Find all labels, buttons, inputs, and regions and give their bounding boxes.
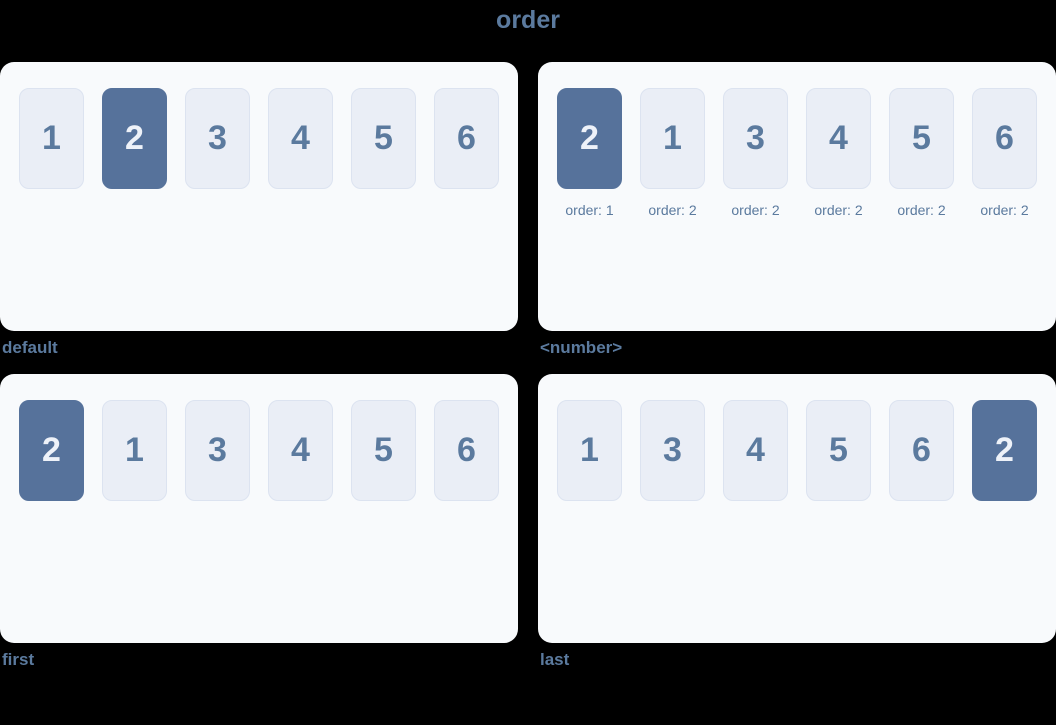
flex-item-box: 6 (889, 399, 954, 501)
flex-item: 5 (351, 87, 416, 189)
flex-item: 4 (723, 399, 788, 501)
flex-container: 2 order: 1 1 order: 2 3 order: 2 4 order… (557, 87, 1037, 218)
flex-item-box: 1 (19, 87, 84, 189)
flex-item: 1 (19, 87, 84, 189)
flex-item-box: 4 (268, 87, 333, 189)
order-value-label: order: 2 (814, 201, 863, 218)
order-value-label: order: 2 (897, 201, 946, 218)
flex-item-box: 2 (972, 399, 1037, 501)
demo-grid: 1 2 3 4 5 6 (0, 61, 1056, 670)
flex-item-box: 3 (185, 87, 250, 189)
page-title: order (496, 6, 560, 34)
flex-item-box: 4 (806, 87, 871, 189)
order-value-label: order: 2 (648, 201, 697, 218)
flex-item-box: 2 (19, 399, 84, 501)
panel-label-number: <number> (540, 337, 623, 357)
flex-item: 3 order: 2 (723, 87, 788, 218)
panel-number: 2 order: 1 1 order: 2 3 order: 2 4 order… (538, 61, 1056, 331)
flex-item: 5 (806, 399, 871, 501)
flex-item: 1 order: 2 (640, 87, 705, 218)
flex-container: 1 2 3 4 5 6 (19, 87, 499, 189)
flex-item-box: 1 (640, 87, 705, 189)
demo-cell-number: 2 order: 1 1 order: 2 3 order: 2 4 order… (538, 61, 1056, 358)
flex-item-box: 2 (102, 87, 167, 189)
flex-item-box: 1 (557, 399, 622, 501)
demo-cell-last: 1 3 4 5 6 2 (538, 373, 1056, 670)
flex-item: 5 order: 2 (889, 87, 954, 218)
demo-cell-first: 2 1 3 4 5 6 (0, 373, 518, 670)
order-value-label: order: 1 (565, 201, 614, 218)
panel-last: 1 3 4 5 6 2 (538, 373, 1056, 643)
flex-item-box: 3 (640, 399, 705, 501)
flex-item-box: 5 (889, 87, 954, 189)
panel-label-first: first (2, 649, 35, 669)
flex-item-box: 4 (723, 399, 788, 501)
flex-item: 1 (557, 399, 622, 501)
demo-cell-default: 1 2 3 4 5 6 (0, 61, 518, 358)
order-value-label: order: 2 (980, 201, 1029, 218)
flex-item: 6 (434, 399, 499, 501)
flex-item: 3 (185, 87, 250, 189)
flex-item-box: 6 (972, 87, 1037, 189)
flex-item-box: 5 (351, 399, 416, 501)
panel-default: 1 2 3 4 5 6 (0, 61, 518, 331)
flex-item-box: 5 (806, 399, 871, 501)
flex-item: 2 (972, 399, 1037, 501)
flex-item: 5 (351, 399, 416, 501)
flex-item-box: 3 (185, 399, 250, 501)
flex-item: 4 (268, 87, 333, 189)
flex-item-box: 6 (434, 399, 499, 501)
flex-item: 3 (640, 399, 705, 501)
panel-first: 2 1 3 4 5 6 (0, 373, 518, 643)
flex-item: 4 (268, 399, 333, 501)
panel-label-default: default (2, 337, 58, 357)
order-value-label: order: 2 (731, 201, 780, 218)
flex-item-box: 6 (434, 87, 499, 189)
page: order 1 2 3 4 (0, 6, 1056, 670)
flex-item: 6 order: 2 (972, 87, 1037, 218)
flex-item: 6 (434, 87, 499, 189)
flex-item: 6 (889, 399, 954, 501)
flex-item-box: 2 (557, 87, 622, 189)
flex-item-box: 3 (723, 87, 788, 189)
flex-item-box: 4 (268, 399, 333, 501)
flex-item: 2 (19, 399, 84, 501)
flex-item: 3 (185, 399, 250, 501)
panel-label-last: last (540, 649, 570, 669)
flex-item: 4 order: 2 (806, 87, 871, 218)
flex-container: 2 1 3 4 5 6 (19, 399, 499, 501)
flex-item-box: 1 (102, 399, 167, 501)
flex-item: 2 (102, 87, 167, 189)
flex-item: 1 (102, 399, 167, 501)
flex-item-box: 5 (351, 87, 416, 189)
flex-container: 1 3 4 5 6 2 (557, 399, 1037, 501)
flex-item: 2 order: 1 (557, 87, 622, 218)
